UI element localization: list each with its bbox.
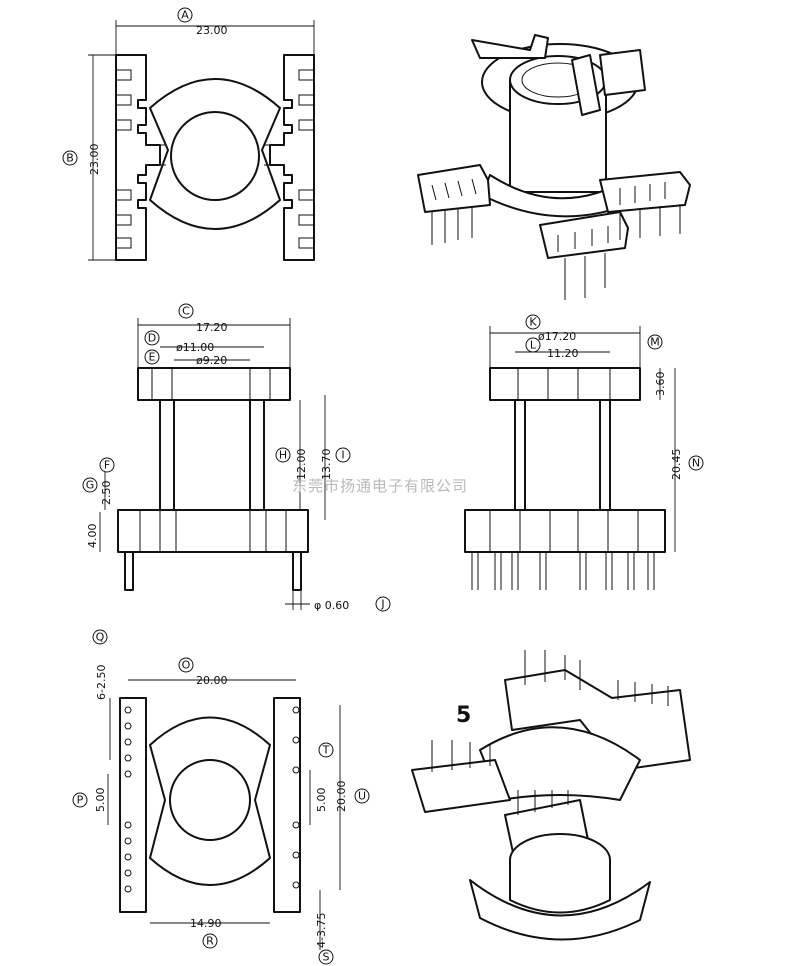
- dim-pin-span: 20.00: [196, 674, 228, 687]
- dim-height-20: 20.00: [335, 781, 348, 813]
- iso-view-bottom: 5: [411, 650, 691, 941]
- dim-top-thickness: 3.60: [654, 372, 667, 397]
- dim-pin-diameter: φ 0.60: [314, 599, 349, 612]
- label-k: K: [529, 316, 537, 329]
- dim-pin-pitch-right: 4-3.75: [315, 913, 328, 948]
- label-f: F: [104, 459, 110, 472]
- label-a: A: [181, 9, 189, 22]
- dim-bore-inner: ø9.20: [196, 354, 227, 367]
- dim-flange-thickness: 2.50: [100, 481, 113, 506]
- dim-total-height: 13.70: [320, 449, 333, 481]
- label-n: N: [692, 457, 700, 470]
- label-c: C: [182, 305, 190, 318]
- label-j: J: [380, 598, 384, 611]
- dim-bore-outer: ø11.00: [176, 341, 214, 354]
- label-d: D: [148, 332, 156, 345]
- watermark: 东莞市扬通电子有限公司: [292, 477, 468, 495]
- dim-side-flange: ø17.20: [538, 330, 576, 343]
- dim-top-width: 23.00: [196, 24, 228, 37]
- label-b: B: [66, 152, 74, 165]
- dim-pin-gap-right: 5.00: [315, 788, 328, 813]
- dim-pin-gap: 5.00: [94, 788, 107, 813]
- figure-number: 5: [456, 703, 471, 728]
- label-o: O: [182, 659, 191, 672]
- bottom-view: 20.00 O 6-2.50 Q 5.00 P 5.00 T 20.00 U 1…: [72, 629, 370, 965]
- iso-view-top: [417, 34, 691, 300]
- label-s: S: [323, 951, 330, 964]
- front-view: 17.20 C ø11.00 D ø9.20 E 12.00 H 13.70 I…: [82, 303, 391, 612]
- dim-top-height: 23.00: [88, 144, 101, 176]
- label-m: M: [650, 336, 660, 349]
- dim-inner-height: 12.00: [295, 449, 308, 481]
- label-u: U: [358, 790, 366, 803]
- label-p: P: [77, 794, 84, 807]
- label-l: L: [530, 339, 537, 352]
- label-r: R: [206, 935, 214, 948]
- label-t: T: [322, 744, 330, 757]
- label-g: G: [86, 479, 95, 492]
- dim-side-height: 20.45: [670, 449, 683, 481]
- dim-pin-base: 4.00: [86, 524, 99, 549]
- dim-flange-width: 17.20: [196, 321, 228, 334]
- label-e: E: [149, 351, 156, 364]
- label-i: I: [341, 449, 344, 462]
- label-q: Q: [96, 631, 105, 644]
- dim-bottom-width: 14.90: [190, 917, 222, 930]
- label-h: H: [279, 449, 287, 462]
- top-view: 23.00 A 23.00 B: [62, 7, 315, 261]
- dim-pin-pitch: 6-2.50: [95, 665, 108, 700]
- dim-pin-row: 11.20: [547, 347, 579, 360]
- side-view: ø17.20 K 11.20 L 3.60 M 20.45 N: [464, 314, 704, 590]
